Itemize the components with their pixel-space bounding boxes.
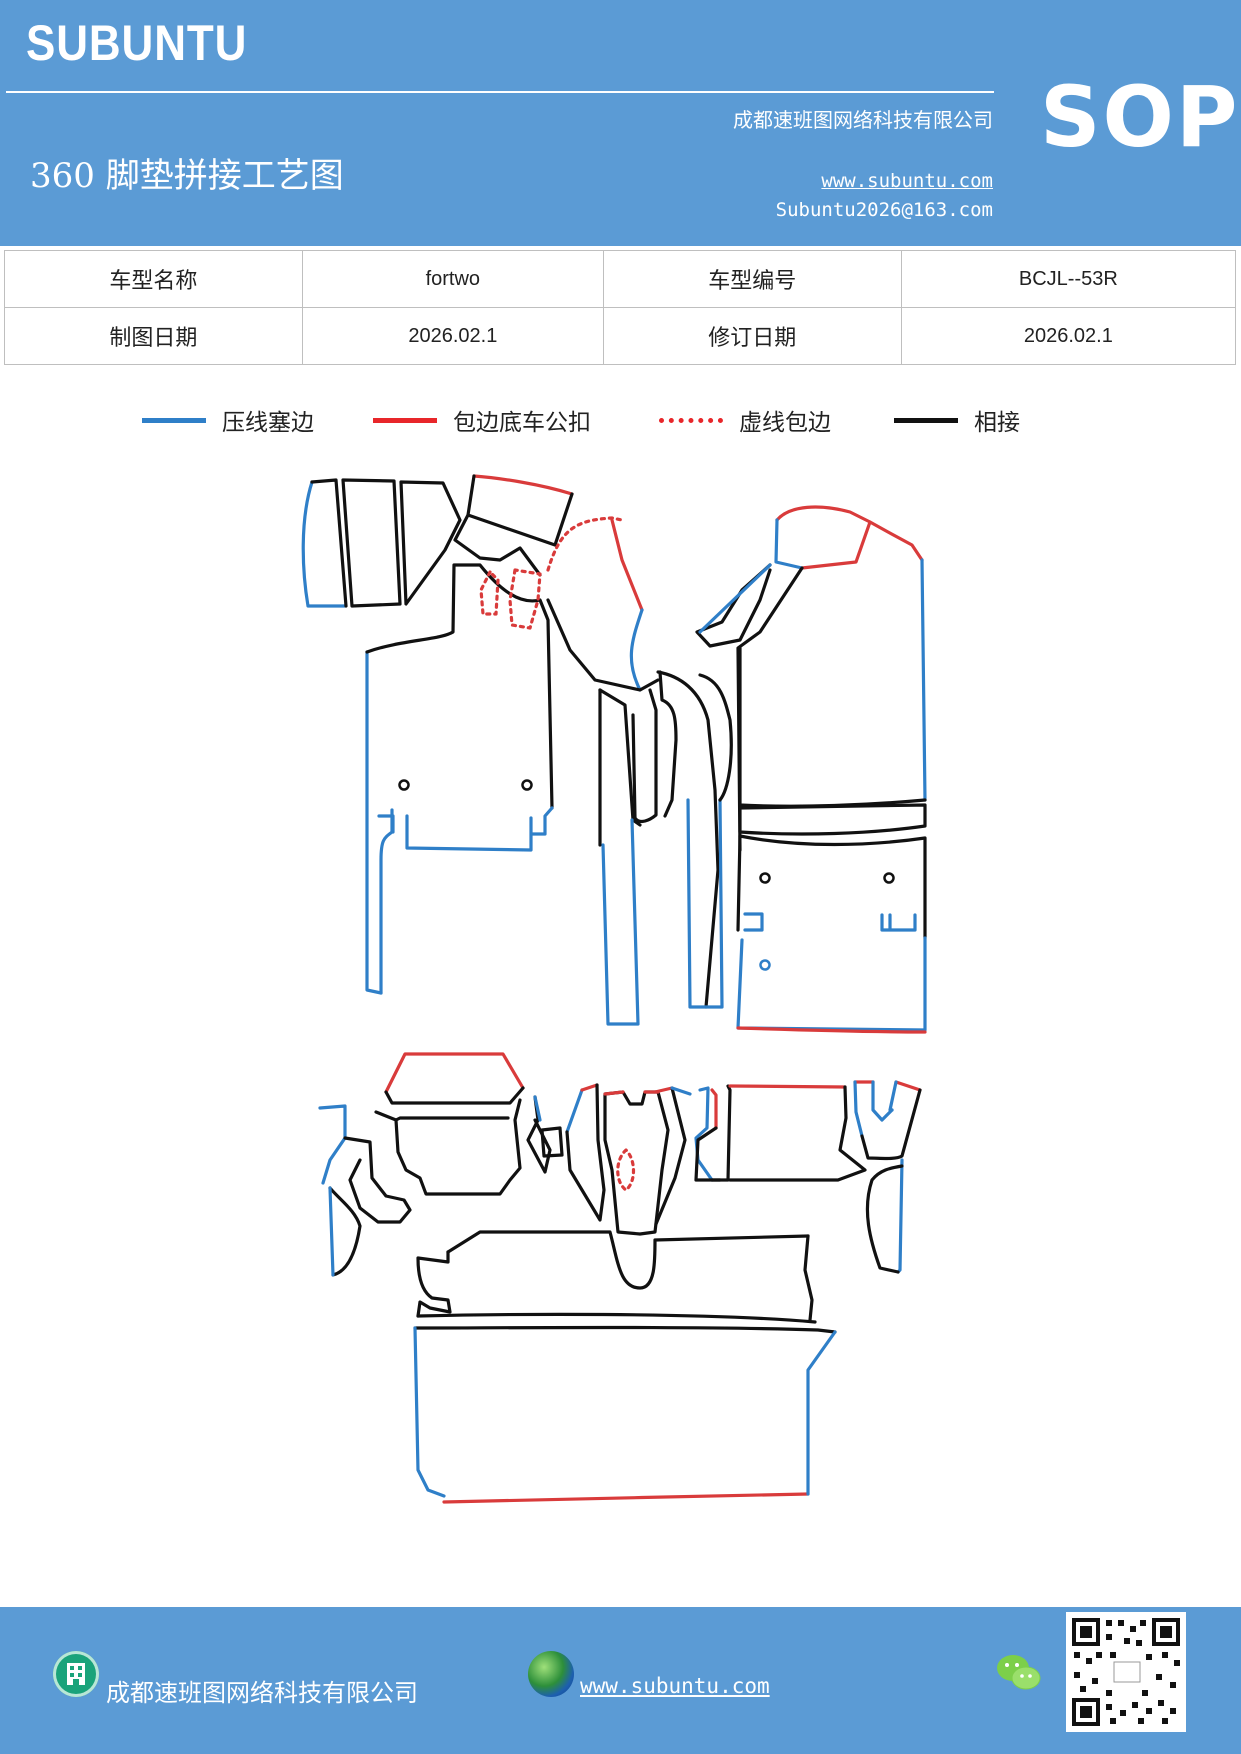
footer-company: 成都速班图网络科技有限公司 [106, 1679, 418, 1707]
header-email[interactable]: Subuntu2026@163.com [775, 199, 993, 221]
mat-piece-bottom-left-center [374, 1098, 522, 1196]
legend-swatch-black [894, 417, 958, 423]
info-row: 制图日期 2026.02.1 修订日期 2026.02.1 [4, 307, 1237, 365]
page-title: 360 脚垫拼接工艺图 [30, 156, 344, 196]
footer-website-link[interactable]: www.subuntu.com [580, 1674, 770, 1698]
mat-piece-bottom-left-small [318, 1104, 412, 1277]
mat-piece-rear-right [695, 505, 927, 1034]
model-name-label: 车型名称 [4, 250, 303, 308]
qr-code[interactable] [1066, 1612, 1186, 1732]
info-row: 车型名称 fortwo 车型编号 BCJL--53R [4, 250, 1237, 308]
legend-item-press-line: 压线塞边 [142, 400, 314, 440]
building-icon [53, 1651, 99, 1697]
footer-banner: 成都速班图网络科技有限公司 www.subuntu.com [0, 1607, 1241, 1754]
mat-piece-center-right [656, 670, 733, 1009]
mat-piece-strip-2 [341, 478, 402, 608]
legend-swatch-red [373, 417, 437, 423]
legend-item-dotted-edge: 虚线包边 [659, 400, 831, 440]
mat-piece-center-tunnel [565, 1083, 692, 1236]
mat-piece-bottom-top-cover [384, 1052, 525, 1105]
legend-label: 相接 [974, 410, 1020, 436]
legend-label: 虚线包边 [739, 410, 831, 436]
revision-date-label: 修订日期 [602, 307, 902, 365]
legend-swatch-blue [142, 417, 206, 423]
model-name-value: fortwo [301, 250, 604, 308]
header-website-link[interactable]: www.subuntu.com [821, 170, 993, 192]
drawing-date-value: 2026.02.1 [301, 307, 604, 365]
drawing-date-label: 制图日期 [4, 307, 303, 365]
header-banner: SUBUNTU 成都速班图网络科技有限公司 360 脚垫拼接工艺图 www.su… [0, 0, 1241, 246]
revision-date-value: 2026.02.1 [900, 307, 1237, 365]
header-divider [6, 91, 994, 93]
brand-logo: SUBUNTU [26, 15, 248, 71]
mat-piece-bottom-small-tab [526, 1095, 564, 1174]
legend: 压线塞边 包边底车公扣 虚线包边 相接 [0, 400, 1241, 440]
dotted-edge-marks [479, 516, 624, 630]
header-company: 成都速班图网络科技有限公司 [733, 108, 993, 132]
info-table: 车型名称 fortwo 车型编号 BCJL--53R 制图日期 2026.02.… [4, 250, 1237, 365]
mat-piece-heel-top [453, 474, 574, 577]
mat-piece-center-left [546, 518, 660, 1026]
legend-item-joined: 相接 [894, 400, 1020, 440]
mat-piece-strip-3 [399, 480, 462, 606]
mat-piece-strip-1 [301, 478, 348, 608]
sop-label: SOP [1040, 68, 1240, 166]
legend-item-edge-buckle: 包边底车公扣 [373, 400, 591, 440]
legend-swatch-red-dotted [659, 417, 723, 423]
model-code-label: 车型编号 [602, 250, 902, 308]
mat-piece-bottom-right-cluster [694, 1080, 922, 1274]
mat-piece-bottom-rear-large [413, 1230, 837, 1504]
globe-icon [528, 1651, 574, 1697]
legend-label: 压线塞边 [222, 410, 314, 436]
mat-piece-front-left [365, 563, 554, 995]
legend-label: 包边底车公扣 [453, 410, 591, 436]
wechat-icon[interactable] [995, 1651, 1043, 1695]
model-code-value: BCJL--53R [900, 250, 1237, 308]
